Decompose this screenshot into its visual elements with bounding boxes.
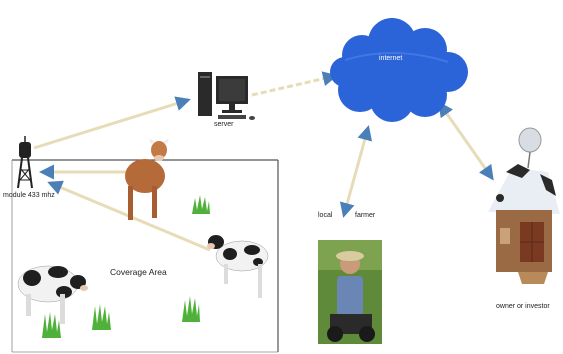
- cloud-icon: [330, 18, 468, 122]
- cow-icon: [125, 138, 169, 220]
- cow-icon: [207, 235, 269, 298]
- link-internet-farmer: [339, 125, 373, 218]
- grass-tuft-icon: [182, 296, 200, 322]
- link-server-internet: [251, 71, 338, 97]
- internet-label: internet: [379, 55, 403, 62]
- grass-tuft-icon: [192, 195, 210, 214]
- desktop-computer-icon: [198, 72, 255, 120]
- local-label: local: [318, 212, 333, 219]
- farmhouse-with-dish-icon: [488, 127, 560, 284]
- link-internet-owner: [438, 101, 494, 181]
- owner-label: owner or investor: [496, 303, 550, 310]
- grass-tuft-icon: [42, 312, 61, 338]
- coverage-area-label: Coverage Area: [110, 267, 167, 277]
- module-label: module 433 mhz: [3, 192, 55, 199]
- grass-tuft-icon: [92, 304, 111, 330]
- cow-icon: [17, 265, 88, 324]
- link-tower-server: [33, 96, 191, 150]
- antenna-tower-icon: [17, 136, 33, 189]
- farmer-photo-icon: [318, 240, 382, 344]
- server-label: server: [214, 121, 234, 128]
- farmer-label: farmer: [355, 212, 376, 219]
